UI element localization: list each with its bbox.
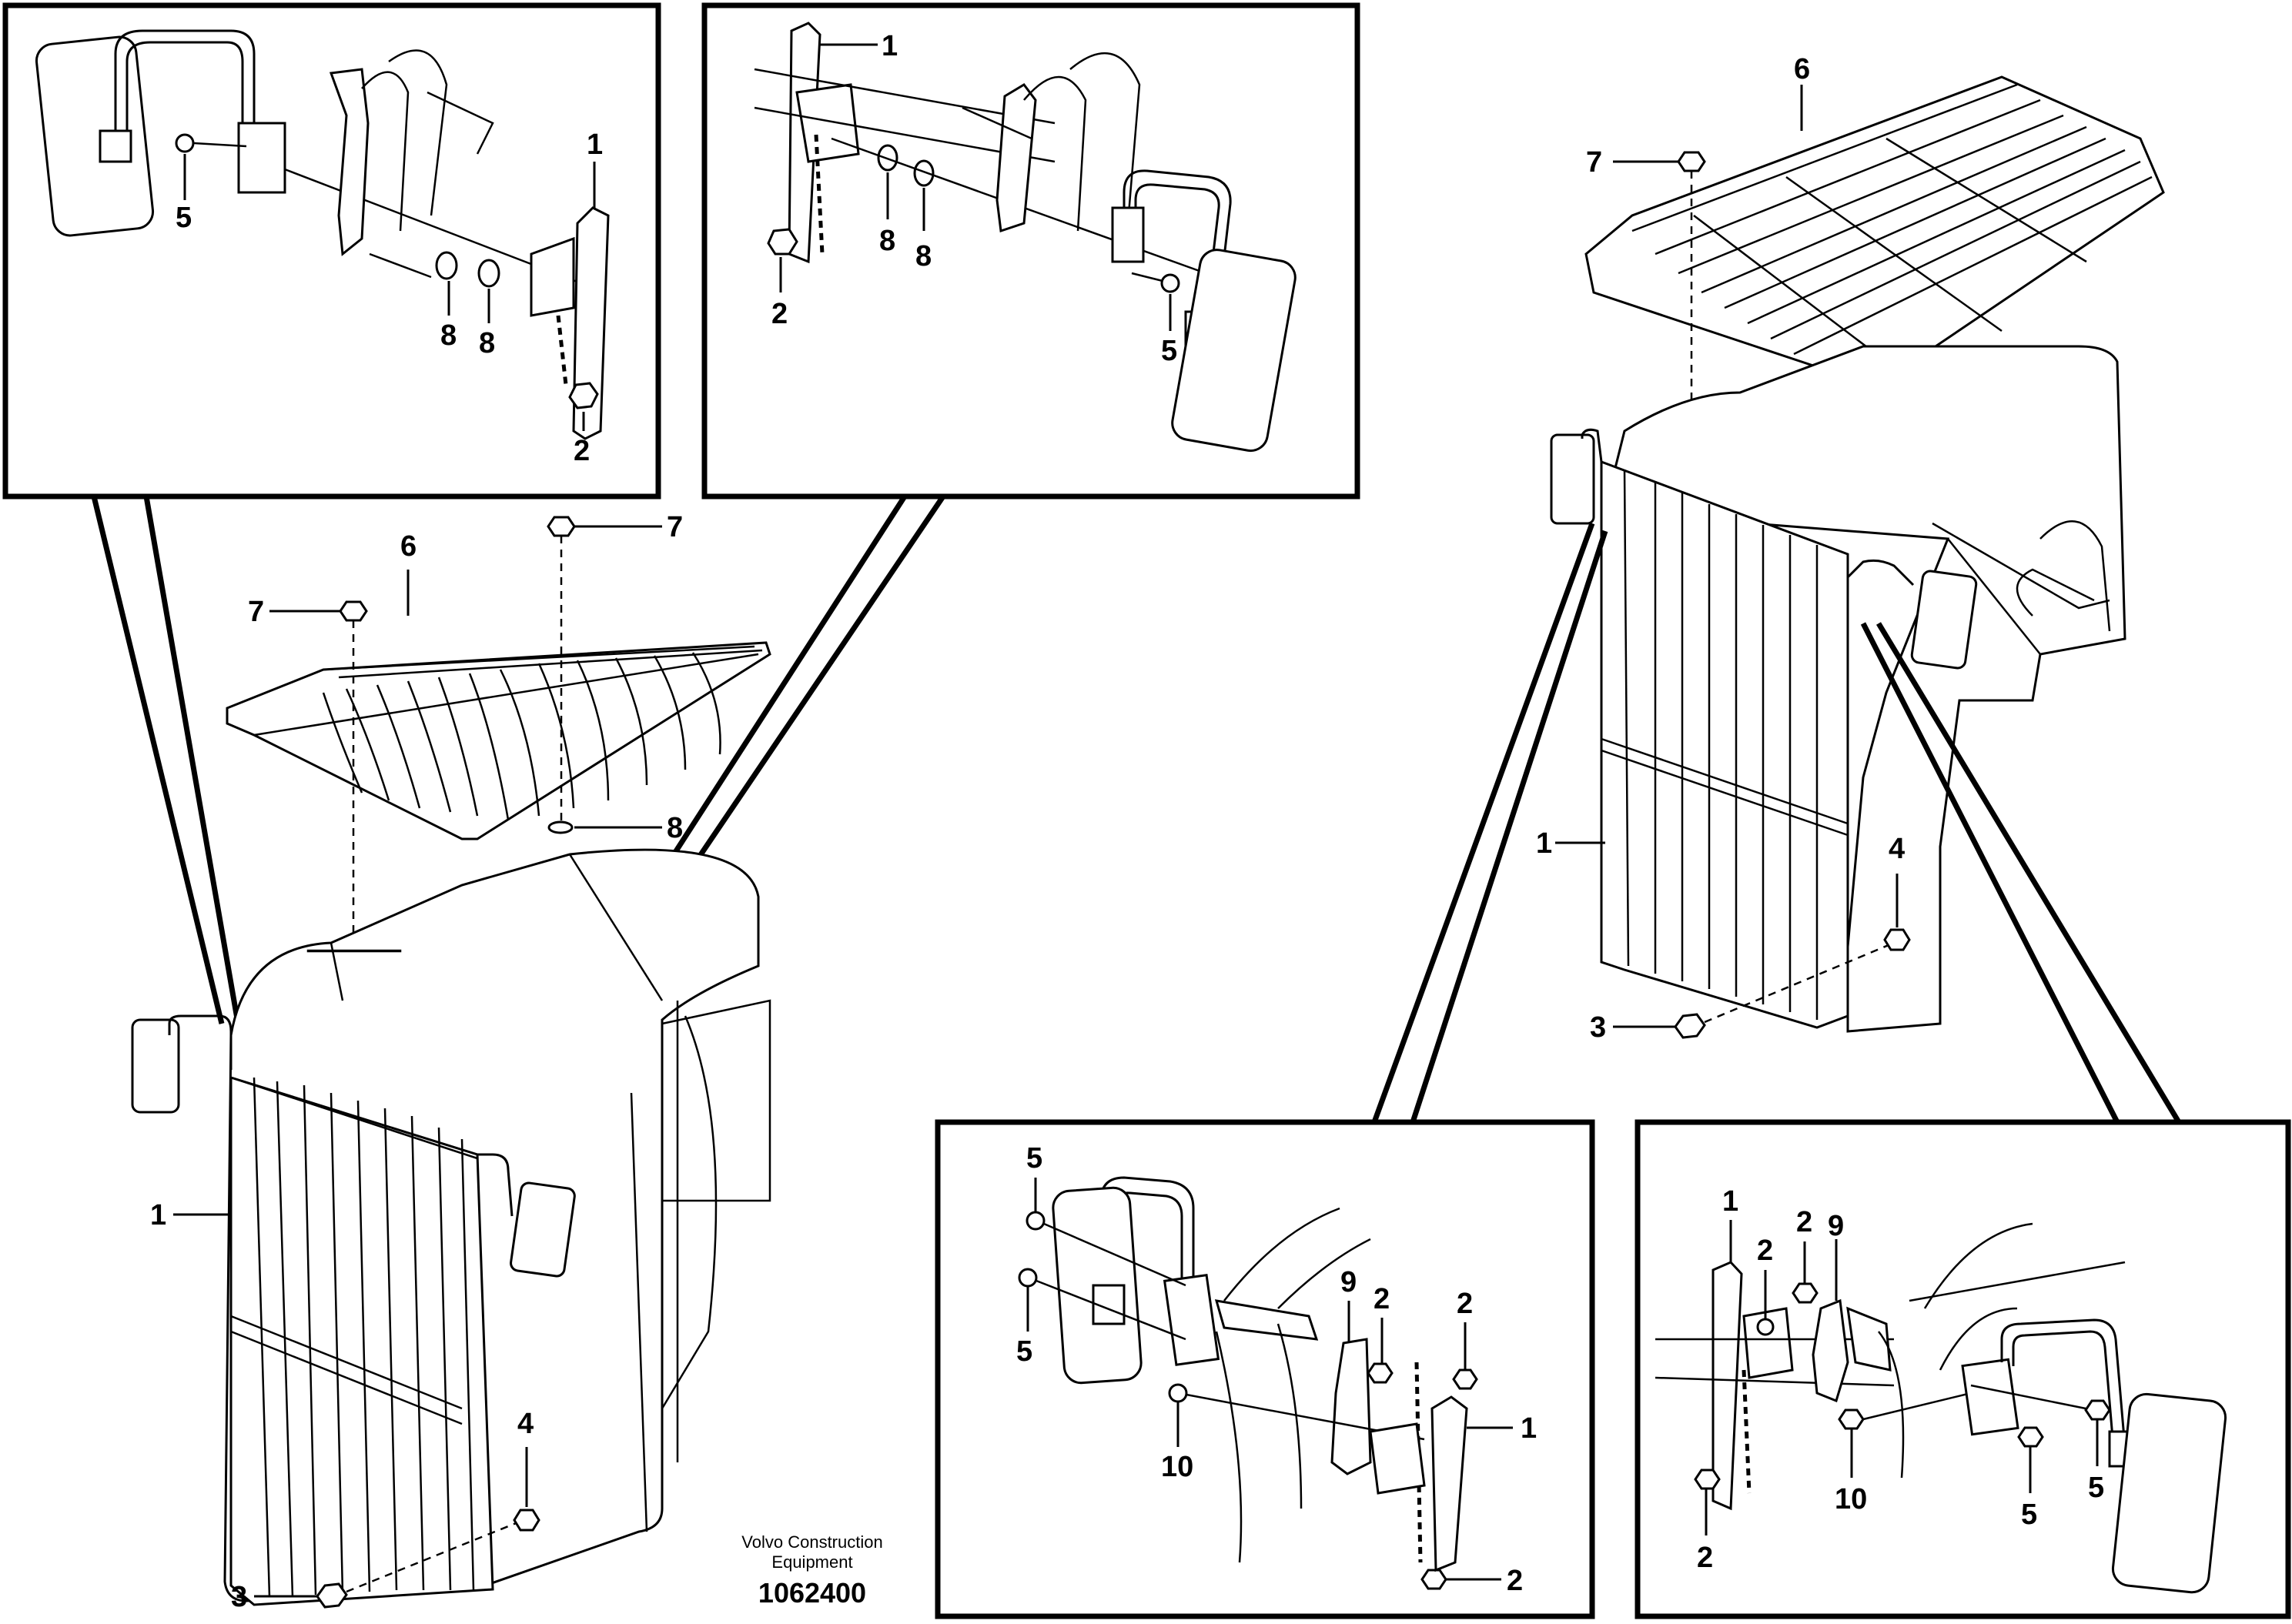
label-2: 2 bbox=[574, 435, 590, 467]
label-5: 5 bbox=[176, 202, 192, 234]
detail-box-top-middle: 1 8 8 2 5 bbox=[701, 2, 1360, 500]
left-cab-assembly: 6 7 7 8 1 4 3 bbox=[131, 511, 771, 1613]
label-8: 8 bbox=[915, 240, 932, 272]
label-1: 1 bbox=[1536, 827, 1552, 860]
mirror-icon bbox=[1910, 570, 1978, 670]
label-8: 8 bbox=[440, 319, 457, 352]
credit-block: Volvo Construction Equipment 1062400 bbox=[741, 1532, 882, 1609]
label-2: 2 bbox=[771, 298, 788, 330]
label-2: 2 bbox=[1796, 1206, 1812, 1238]
label-4: 4 bbox=[1889, 833, 1905, 865]
label-10: 10 bbox=[1835, 1483, 1867, 1515]
mirror-icon bbox=[1550, 433, 1595, 525]
right-front-guard bbox=[1600, 459, 1849, 1029]
credit-company: Volvo Construction bbox=[741, 1532, 882, 1552]
left-front-guard bbox=[229, 1075, 494, 1606]
label-6: 6 bbox=[1794, 53, 1810, 85]
label-6: 6 bbox=[400, 530, 417, 563]
label-9: 9 bbox=[1828, 1210, 1844, 1242]
label-5: 5 bbox=[2021, 1499, 2037, 1531]
label-8: 8 bbox=[879, 225, 895, 257]
mirror-icon bbox=[1171, 249, 1297, 453]
mirror-icon bbox=[35, 35, 155, 237]
label-1: 1 bbox=[1521, 1412, 1537, 1445]
label-5: 5 bbox=[1016, 1335, 1032, 1368]
label-1: 1 bbox=[150, 1199, 166, 1231]
label-2: 2 bbox=[1374, 1283, 1390, 1315]
label-9: 9 bbox=[1340, 1266, 1357, 1298]
label-2: 2 bbox=[1697, 1542, 1713, 1574]
label-5: 5 bbox=[1161, 335, 1177, 367]
left-roof-guard bbox=[226, 641, 771, 840]
callout-lines-right bbox=[1371, 522, 2181, 1124]
label-10: 10 bbox=[1161, 1451, 1193, 1483]
label-8: 8 bbox=[479, 327, 495, 359]
label-7: 7 bbox=[1586, 146, 1602, 179]
label-2: 2 bbox=[1757, 1235, 1773, 1267]
label-2: 2 bbox=[1507, 1565, 1523, 1597]
label-2: 2 bbox=[1457, 1288, 1473, 1320]
credit-company-line2: Equipment bbox=[771, 1552, 852, 1572]
detail-box-bottom-right: 1 2 2 9 2 10 5 5 bbox=[1635, 1119, 2291, 1619]
drawing-number: 1062400 bbox=[758, 1577, 866, 1609]
right-cab-assembly: 6 7 1 4 3 bbox=[1536, 53, 2165, 1044]
label-7: 7 bbox=[667, 511, 683, 543]
label-3: 3 bbox=[231, 1581, 247, 1613]
mirror-icon bbox=[2111, 1392, 2227, 1594]
label-1: 1 bbox=[1722, 1185, 1738, 1218]
label-5: 5 bbox=[2088, 1472, 2104, 1504]
mirror-icon bbox=[510, 1181, 576, 1278]
label-4: 4 bbox=[517, 1408, 534, 1440]
detail-box-top-left: 5 8 8 1 2 bbox=[2, 2, 661, 500]
mirror-icon bbox=[131, 1018, 180, 1114]
label-7: 7 bbox=[248, 596, 264, 628]
label-8: 8 bbox=[667, 812, 683, 844]
label-1: 1 bbox=[882, 30, 898, 62]
detail-box-bottom-middle: 5 5 9 2 2 10 1 2 bbox=[935, 1119, 1595, 1619]
label-1: 1 bbox=[587, 129, 603, 161]
label-5: 5 bbox=[1026, 1142, 1042, 1175]
label-3: 3 bbox=[1590, 1011, 1606, 1044]
right-roof-guard bbox=[1584, 75, 2165, 386]
